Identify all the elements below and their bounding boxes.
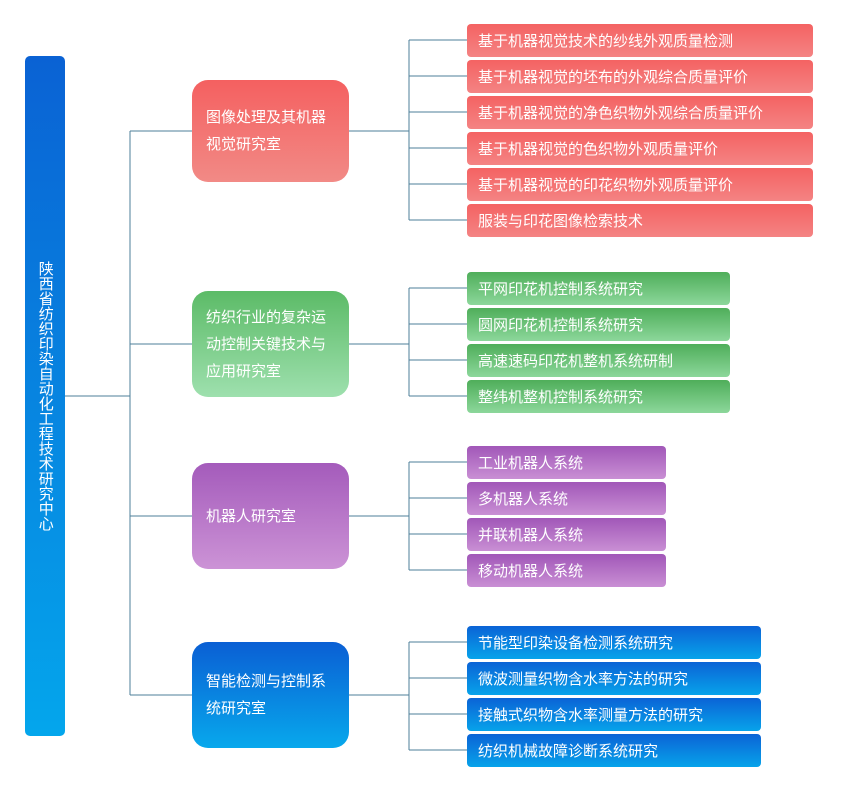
- leaf-label: 基于机器视觉的净色织物外观综合质量评价: [478, 104, 764, 122]
- leaf-label: 节能型印染设备检测系统研究: [478, 634, 674, 652]
- leaf-node[interactable]: 基于机器视觉的色织物外观质量评价: [467, 132, 813, 165]
- leaf-label: 工业机器人系统: [478, 454, 584, 472]
- leaf-node[interactable]: 基于机器视觉技术的纱线外观质量检测: [467, 24, 813, 57]
- group-label: 机器人研究室: [206, 506, 297, 525]
- leaf-label: 纺织机械故障诊断系统研究: [478, 742, 659, 760]
- leaf-node[interactable]: 并联机器人系统: [467, 518, 666, 551]
- group-label: 图像处理及其机器视觉研究室: [206, 108, 327, 153]
- leaf-label: 多机器人系统: [478, 490, 569, 508]
- leaf-label: 平网印花机控制系统研究: [478, 280, 644, 298]
- group-label: 纺织行业的复杂运动控制关键技术与应用研究室: [206, 307, 327, 380]
- leaf-label: 基于机器视觉的坯布的外观综合质量评价: [478, 68, 749, 86]
- leaf-label: 移动机器人系统: [478, 562, 584, 580]
- leaf-node[interactable]: 微波测量织物含水率方法的研究: [467, 662, 761, 695]
- leaf-label: 圆网印花机控制系统研究: [478, 316, 644, 334]
- root-title: 陕西省纺织印染自动化工程技术研究中心: [36, 261, 55, 531]
- leaf-label: 基于机器视觉的印花织物外观质量评价: [478, 176, 734, 194]
- group-label: 智能检测与控制系统研究室: [206, 672, 327, 717]
- group-node-motion[interactable]: 纺织行业的复杂运动控制关键技术与应用研究室: [192, 291, 349, 397]
- leaf-node[interactable]: 基于机器视觉的坯布的外观综合质量评价: [467, 60, 813, 93]
- leaf-label: 接触式织物含水率测量方法的研究: [478, 706, 704, 724]
- leaf-node[interactable]: 基于机器视觉的净色织物外观综合质量评价: [467, 96, 813, 129]
- leaf-node[interactable]: 服装与印花图像检索技术: [467, 204, 813, 237]
- leaf-node[interactable]: 工业机器人系统: [467, 446, 666, 479]
- group-node-imaging[interactable]: 图像处理及其机器视觉研究室: [192, 80, 349, 182]
- root-node[interactable]: 陕西省纺织印染自动化工程技术研究中心: [25, 56, 65, 736]
- group-node-robot[interactable]: 机器人研究室: [192, 463, 349, 569]
- leaf-label: 服装与印花图像检索技术: [478, 212, 644, 230]
- leaf-label: 并联机器人系统: [478, 526, 584, 544]
- leaf-node[interactable]: 圆网印花机控制系统研究: [467, 308, 730, 341]
- leaf-node[interactable]: 移动机器人系统: [467, 554, 666, 587]
- group-node-detection[interactable]: 智能检测与控制系统研究室: [192, 642, 349, 748]
- leaf-label: 微波测量织物含水率方法的研究: [478, 670, 689, 688]
- leaf-node[interactable]: 平网印花机控制系统研究: [467, 272, 730, 305]
- leaf-node[interactable]: 节能型印染设备检测系统研究: [467, 626, 761, 659]
- leaf-node[interactable]: 整纬机整机控制系统研究: [467, 380, 730, 413]
- leaf-label: 基于机器视觉的色织物外观质量评价: [478, 140, 719, 158]
- leaf-node[interactable]: 基于机器视觉的印花织物外观质量评价: [467, 168, 813, 201]
- leaf-label: 高速速码印花机整机系统研制: [478, 352, 674, 370]
- leaf-node[interactable]: 纺织机械故障诊断系统研究: [467, 734, 761, 767]
- leaf-label: 基于机器视觉技术的纱线外观质量检测: [478, 32, 734, 50]
- leaf-node[interactable]: 高速速码印花机整机系统研制: [467, 344, 730, 377]
- leaf-label: 整纬机整机控制系统研究: [478, 388, 644, 406]
- leaf-node[interactable]: 多机器人系统: [467, 482, 666, 515]
- leaf-node[interactable]: 接触式织物含水率测量方法的研究: [467, 698, 761, 731]
